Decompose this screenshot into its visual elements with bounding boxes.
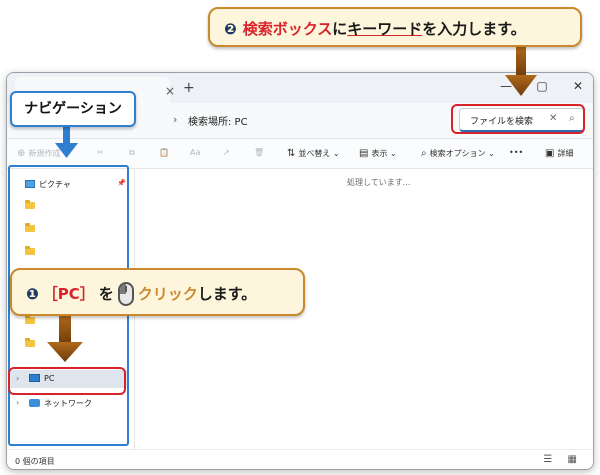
status-bar: 0 個の項目 ☰ ▦ — [7, 449, 593, 469]
mouse-left-click-icon — [117, 282, 134, 306]
chevron-down-icon: ⌄ — [332, 149, 340, 158]
window-controls: — ▢ ✕ — [499, 79, 585, 93]
more-options-icon[interactable]: ••• — [509, 148, 524, 157]
sort-icon: ⇅ — [287, 148, 296, 159]
folder-icon — [25, 200, 35, 209]
nav-item-folder-6[interactable] — [25, 338, 35, 349]
folder-icon — [25, 246, 35, 255]
pc-item-highlight — [8, 367, 126, 395]
nav-item-pc-label: PC — [44, 374, 55, 383]
item-count: 0 個の項目 — [15, 457, 55, 466]
computer-icon — [29, 374, 40, 382]
step2-number: ❷ — [224, 20, 237, 38]
step1-highlight: ［PC］ — [42, 285, 95, 303]
view-icon: ▤ — [359, 148, 369, 159]
delete-icon[interactable]: 🗑 — [254, 148, 265, 157]
step1-rest: します。 — [197, 285, 257, 303]
nav-item-pc-content: PC — [29, 374, 54, 383]
step2-mid: に — [332, 20, 348, 38]
step1-action: クリック — [137, 285, 198, 303]
paste-icon[interactable]: 📋 — [159, 148, 169, 157]
details-button[interactable]: ▣詳細 — [545, 148, 573, 159]
nav-item-pictures-label: ピクチャ — [39, 180, 71, 189]
new-tab-button[interactable]: + — [183, 80, 195, 96]
nav-item-pc[interactable]: › PC — [9, 370, 127, 388]
new-button[interactable]: ⊕新規作成 — [17, 148, 60, 159]
cut-icon[interactable]: ✂ — [97, 148, 104, 157]
search-box-highlight — [451, 104, 585, 134]
step2-rest: を入力します。 — [422, 20, 526, 38]
plus-circle-icon: ⊕ — [17, 148, 26, 159]
maximize-button[interactable]: ▢ — [536, 79, 548, 93]
search-clear-icon[interactable]: ✕ — [549, 113, 558, 124]
layout-toggle-icon[interactable]: ☰ ▦ — [543, 454, 583, 465]
pin-icon: 📌 — [117, 179, 126, 187]
nav-item-network-label: ネットワーク — [44, 399, 92, 408]
tab-close-button[interactable]: × — [165, 84, 176, 98]
step2-highlight: 検索ボックス — [242, 20, 333, 38]
processing-message: 処理しています... — [347, 178, 411, 187]
breadcrumb-chevron-icon[interactable]: › — [173, 113, 178, 126]
step1-callout: ❶［PC］を クリックします。 — [10, 268, 305, 316]
step2-callout: ❷ 検索ボックスにキーワードを入力します。 — [208, 7, 582, 47]
pictures-icon — [25, 180, 35, 188]
close-button[interactable]: ✕ — [572, 79, 584, 93]
nav-item-pictures[interactable]: ピクチャ — [25, 179, 71, 190]
folder-icon — [25, 315, 35, 324]
copy-icon[interactable]: ⧉ — [129, 148, 135, 157]
view-label: 表示 — [371, 149, 388, 158]
chevron-right-icon[interactable]: › — [16, 398, 20, 407]
step2-keyword: キーワード — [347, 20, 423, 38]
navigation-label: ナビゲーション — [10, 91, 136, 127]
sort-label: 並べ替え — [298, 149, 331, 158]
folder-icon — [25, 223, 35, 232]
network-icon — [29, 399, 40, 407]
nav-item-folder-5[interactable] — [25, 315, 35, 326]
details-label: 詳細 — [557, 149, 574, 158]
search-options-icon: ⌕ — [421, 148, 427, 159]
search-options-label: 検索オプション — [429, 149, 486, 158]
nav-item-folder-2[interactable] — [25, 223, 35, 234]
folder-icon — [25, 338, 35, 347]
search-input[interactable]: ファイルを検索 ✕ ⌕ — [459, 108, 585, 132]
step1-mid: を — [98, 285, 114, 303]
view-button[interactable]: ▤表示 ⌄ — [359, 148, 397, 159]
rename-icon[interactable]: Aa — [190, 148, 201, 157]
search-icon[interactable]: ⌕ — [569, 113, 575, 124]
step1-number: ❶ — [26, 285, 39, 303]
chevron-down-icon: ⌄ — [488, 149, 495, 158]
share-icon[interactable]: ↗ — [223, 148, 230, 157]
nav-item-network[interactable]: ネットワーク — [29, 398, 92, 409]
details-pane-icon: ▣ — [545, 148, 555, 159]
chevron-right-icon[interactable]: › — [16, 374, 20, 383]
new-button-label: 新規作成 — [28, 149, 61, 158]
minimize-button[interactable]: — — [500, 79, 512, 93]
address-path[interactable]: 検索場所: PC — [188, 117, 248, 128]
search-options-button[interactable]: ⌕検索オプション ⌄ — [421, 148, 495, 159]
chevron-down-icon: ⌄ — [390, 149, 397, 158]
sort-button[interactable]: ⇅並べ替え ⌄ — [287, 148, 340, 159]
nav-item-folder-3[interactable] — [25, 246, 35, 257]
nav-item-folder-1[interactable] — [25, 200, 35, 211]
command-bar: ⊕新規作成 ✂ ⧉ 📋 Aa ↗ 🗑 ⇅並べ替え ⌄ ▤表示 ⌄ ⌕検索オプショ… — [7, 139, 593, 169]
search-input-text[interactable]: ファイルを検索 — [470, 117, 534, 127]
